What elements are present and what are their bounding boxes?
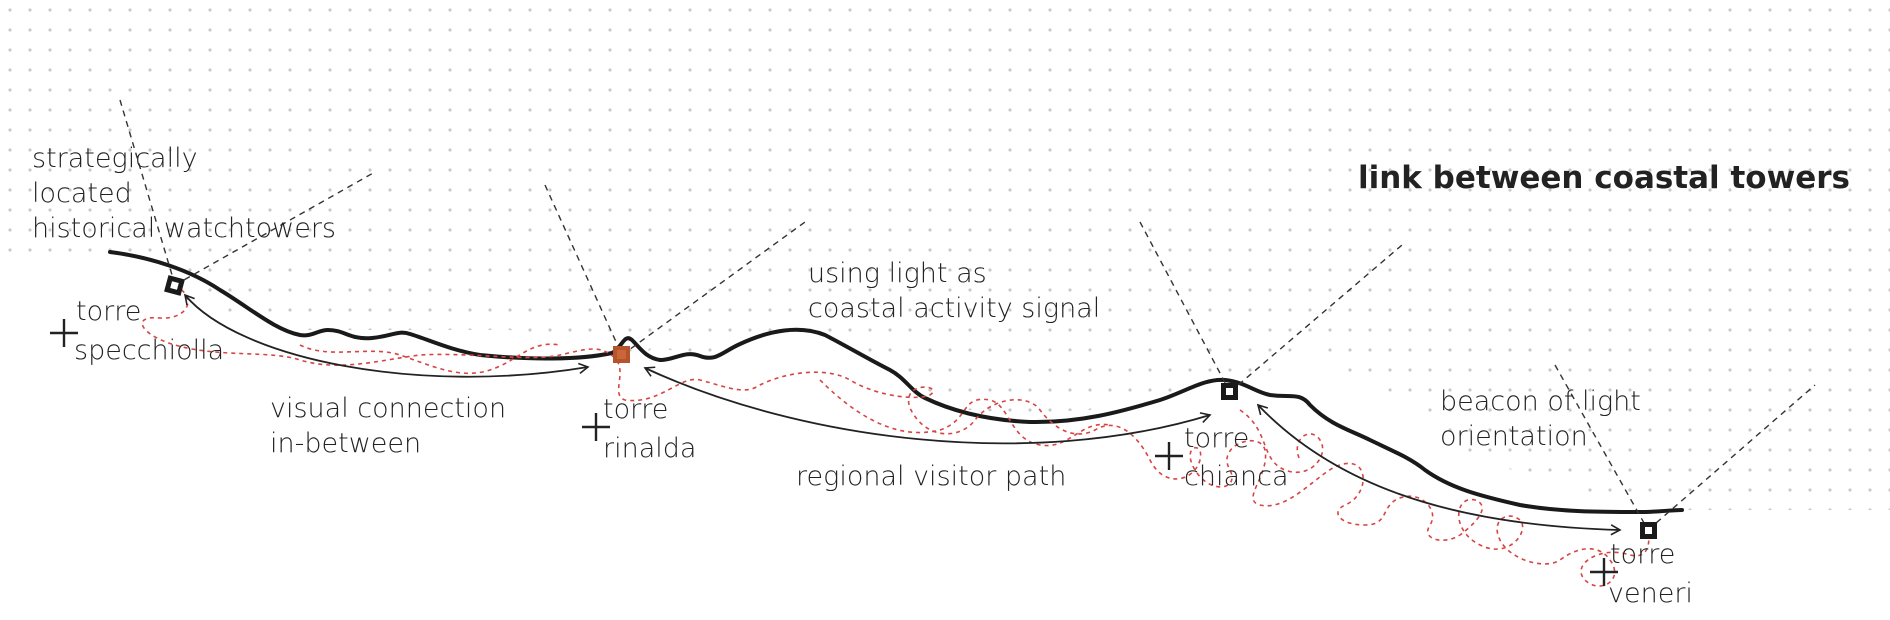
- dot-grid-area: [0, 0, 1890, 510]
- cross-mark-specchiolla: [50, 319, 78, 347]
- cross-mark-chianca: [1155, 442, 1183, 470]
- tower-label-veneri-line-1: torre: [1610, 539, 1675, 570]
- annotation-strategic-line-1: strategically: [32, 143, 198, 174]
- annotation-strategic-line-2: located: [32, 178, 132, 209]
- tower-marker-rinalda: [613, 346, 630, 363]
- cross-mark-rinalda: [582, 413, 610, 441]
- tower-label-veneri-line-2: veneri: [1608, 578, 1693, 609]
- tower-marker-veneri: [1640, 522, 1657, 539]
- annotation-beacon-line-1: beacon of light: [1440, 386, 1641, 417]
- tower-label-chianca-line-1: torre: [1184, 423, 1249, 454]
- tower-label-rinalda-line-1: torre: [603, 394, 668, 425]
- visual-connection-arrows: [183, 293, 1622, 536]
- visitor-path-line: [141, 284, 1650, 587]
- annotation-light-signal-line-1: using light as: [808, 258, 987, 289]
- tower-marker-specchiolla: [164, 275, 185, 296]
- annotation-strategic-line-3: historical watchtowers: [32, 213, 336, 244]
- visitor-path-loop-2: [819, 379, 1111, 447]
- tower-marker-chianca: [1221, 383, 1238, 400]
- annotation-light-signal-line-2: coastal activity signal: [808, 293, 1100, 324]
- annotation-visual-connection-line-2: in-between: [270, 428, 421, 459]
- annotation-visual-connection-line-1: visual connection: [270, 393, 506, 424]
- tower-label-specchiolla-line-2: specchiolla: [74, 335, 224, 366]
- cross-mark-veneri: [1590, 558, 1618, 586]
- tower-label-chianca-line-2: chianca: [1184, 461, 1289, 492]
- tower-label-rinalda-line-2: rinalda: [603, 433, 696, 464]
- tower-label-specchiolla-line-1: torre: [76, 296, 141, 327]
- sight-lines: [119, 99, 1816, 531]
- annotation-beacon-line-2: orientation: [1440, 421, 1588, 452]
- annotation-visitor-path: regional visitor path: [796, 461, 1066, 492]
- diagram-title: link between coastal towers: [1358, 160, 1850, 196]
